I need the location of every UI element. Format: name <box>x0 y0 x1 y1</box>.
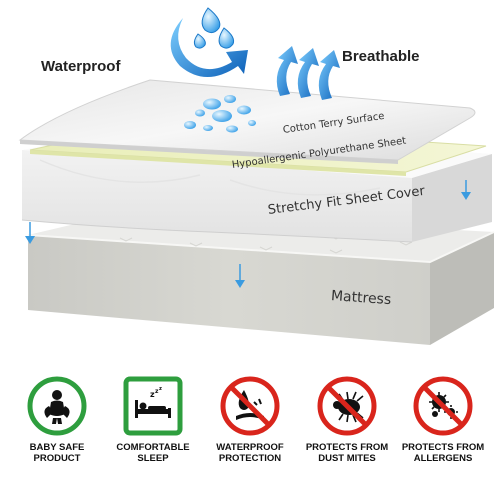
badge-waterproof-line2: PROTECTION <box>218 453 282 464</box>
mattress-layer-illustration <box>18 7 495 345</box>
no-dust-mite-icon <box>317 376 377 436</box>
badge-comfortable-sleep: z z z COMFORTABLE SLEEP <box>108 376 198 464</box>
water-droplets-icon <box>184 95 256 133</box>
badge-dust-mites-line2: DUST MITES <box>318 453 376 464</box>
feature-badges: BABY SAFE PRODUCT z z z COMFORTABLE SLEE… <box>0 376 500 500</box>
breathable-arrows-icon <box>276 46 340 100</box>
badge-allergens: PROTECTS FROM ALLERGENS <box>398 376 488 464</box>
sleeping-person-icon: z z z <box>123 376 183 436</box>
badge-waterproof: WATERPROOF PROTECTION <box>205 376 295 464</box>
badge-allergens-line2: ALLERGENS <box>413 453 473 464</box>
svg-text:z: z <box>150 390 155 399</box>
down-arrow-right-icon <box>461 180 471 200</box>
waterproof-arrow-icon <box>170 7 248 77</box>
breathable-label: Breathable <box>342 48 420 65</box>
badge-baby-safe: BABY SAFE PRODUCT <box>12 376 102 464</box>
svg-text:z: z <box>155 388 159 395</box>
svg-text:z: z <box>159 386 162 392</box>
badge-dust-mites-line1: PROTECTS FROM <box>305 442 389 453</box>
baby-icon <box>27 376 87 436</box>
badge-comfortable-sleep-line2: SLEEP <box>137 453 169 464</box>
no-allergen-icon <box>413 376 473 436</box>
badge-baby-safe-line2: PRODUCT <box>33 453 81 464</box>
badge-baby-safe-line1: BABY SAFE <box>29 442 85 453</box>
down-arrow-center-icon <box>235 264 245 288</box>
badge-waterproof-line1: WATERPROOF <box>216 442 284 453</box>
badge-comfortable-sleep-line1: COMFORTABLE <box>116 442 190 453</box>
badge-allergens-line1: PROTECTS FROM <box>401 442 485 453</box>
down-arrow-left-icon <box>25 222 35 244</box>
no-water-icon <box>220 376 280 436</box>
waterproof-label: Waterproof <box>41 58 121 75</box>
badge-dust-mites: PROTECTS FROM DUST MITES <box>302 376 392 464</box>
cotton-terry-shape <box>18 79 476 164</box>
